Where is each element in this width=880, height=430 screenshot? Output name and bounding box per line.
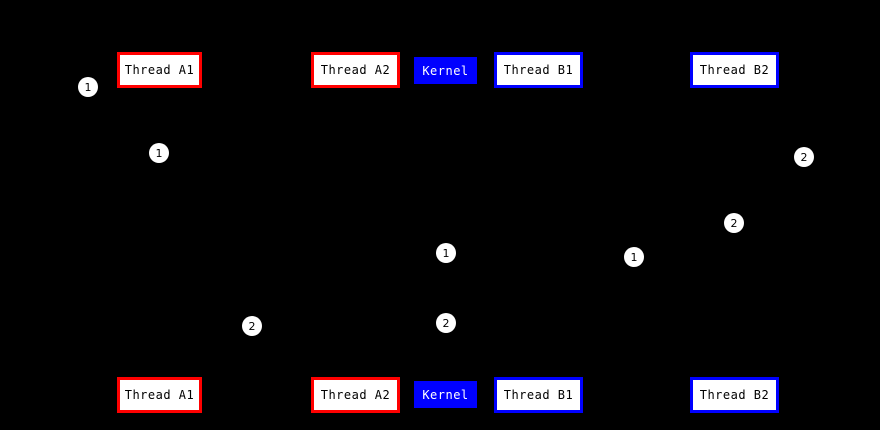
- sequence-badge-1-d: 1: [624, 247, 644, 267]
- participant-label: Thread A1: [124, 63, 195, 77]
- msg-b2-incoming: [733, 95, 803, 158]
- msg-b2-down: [733, 156, 803, 223]
- lifeline-thread-a1: [159, 88, 160, 377]
- participant-kernel[interactable]: Kernel: [414, 57, 477, 84]
- sequence-badge-2-b: 2: [724, 213, 744, 233]
- msg-a1-to-a2: [158, 290, 252, 327]
- participant-thread-b2[interactable]: Thread B2: [690, 52, 779, 88]
- participant-kernel[interactable]: Kernel: [414, 381, 477, 408]
- sequence-badge-1-a: 1: [78, 77, 98, 97]
- participant-thread-b1[interactable]: Thread B1: [494, 377, 583, 413]
- participant-label: Kernel: [422, 63, 469, 78]
- participant-label: Thread B2: [699, 388, 770, 402]
- participant-thread-a2[interactable]: Thread A2: [311, 52, 400, 88]
- lifeline-kernel: [445, 84, 446, 381]
- participant-label: Thread A2: [320, 63, 391, 77]
- msg-a2-down: [354, 326, 355, 377]
- msg-b1-to-kernel: [538, 256, 634, 257]
- participant-thread-a1[interactable]: Thread A1: [117, 377, 202, 413]
- participant-label: Thread B1: [503, 388, 574, 402]
- participant-label: Thread A2: [320, 388, 391, 402]
- lifeline-thread-a2: [355, 88, 356, 377]
- participant-thread-b2[interactable]: Thread B2: [690, 377, 779, 413]
- participant-thread-a2[interactable]: Thread A2: [311, 377, 400, 413]
- sequence-badge-2-c: 2: [242, 316, 262, 336]
- msg-kernel-a: [444, 160, 445, 253]
- participant-label: Thread A1: [124, 388, 195, 402]
- sequence-badge-2-a: 2: [794, 147, 814, 167]
- participant-label: Kernel: [422, 387, 469, 402]
- sequence-badge-1-c: 1: [436, 243, 456, 263]
- participant-thread-a1[interactable]: Thread A1: [117, 52, 202, 88]
- participant-label: Thread B1: [503, 63, 574, 77]
- participant-label: Thread B2: [699, 63, 770, 77]
- participant-thread-b1[interactable]: Thread B1: [494, 52, 583, 88]
- sequence-badge-2-d: 2: [436, 313, 456, 333]
- sequence-badge-1-b: 1: [149, 143, 169, 163]
- lifeline-thread-b1: [538, 88, 539, 377]
